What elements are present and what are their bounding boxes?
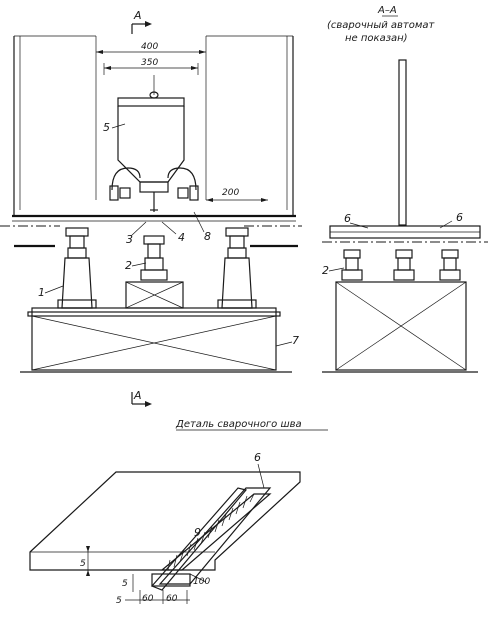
dim-200: 200: [222, 188, 239, 198]
callout-3: 3: [126, 233, 133, 246]
section-title: А–А: [377, 5, 397, 16]
section-mark-label-top: A: [133, 9, 142, 22]
callout-6b: 6: [456, 211, 463, 224]
callout-2b: 2: [322, 264, 329, 277]
dim-350: 350: [141, 58, 158, 68]
jack-center: [125, 235, 184, 309]
dim-5-top: 5: [80, 559, 86, 569]
callout-4: 4: [178, 231, 185, 244]
section-title-group: А–А (сварочный автомат не показан): [327, 5, 436, 44]
dim-60a: 60: [142, 594, 154, 604]
section-supports: [341, 249, 461, 281]
section-mark-top: A: [131, 9, 152, 34]
callout-1: 1: [38, 286, 45, 299]
dim-5-side: 5: [122, 579, 128, 589]
dim-5-bottom: 5: [116, 596, 122, 606]
jack-right: [217, 227, 257, 309]
dim-60b: 60: [166, 594, 178, 604]
section-note-line1: (сварочный автомат: [327, 20, 436, 31]
callout-2: 2: [125, 259, 132, 272]
weld-detail: 9 6 5 5 5 60 60 100: [29, 451, 301, 606]
dim-100: 100: [193, 577, 210, 587]
jack-left: [57, 227, 97, 309]
weld-bead: [160, 493, 272, 571]
front-view: 400 350 5 200: [0, 35, 302, 373]
callout-7: 7: [292, 334, 299, 347]
callout-5: 5: [103, 121, 110, 134]
callout-8: 8: [204, 230, 211, 243]
section-mark-label-bottom: A: [133, 389, 142, 402]
section-view: 6 6 2: [322, 59, 488, 373]
flux-hopper: [117, 75, 185, 212]
dim-400: 400: [141, 42, 158, 52]
base-left: [20, 307, 292, 373]
detail-title: Деталь сварочного шва: [175, 419, 302, 430]
section-note-line2: не показан): [345, 33, 408, 44]
callout-9: 9: [194, 526, 201, 539]
callout-6c: 6: [254, 451, 261, 464]
section-mark-bottom: A: [131, 389, 152, 407]
base-right: [322, 281, 478, 373]
callout-6a: 6: [344, 212, 351, 225]
